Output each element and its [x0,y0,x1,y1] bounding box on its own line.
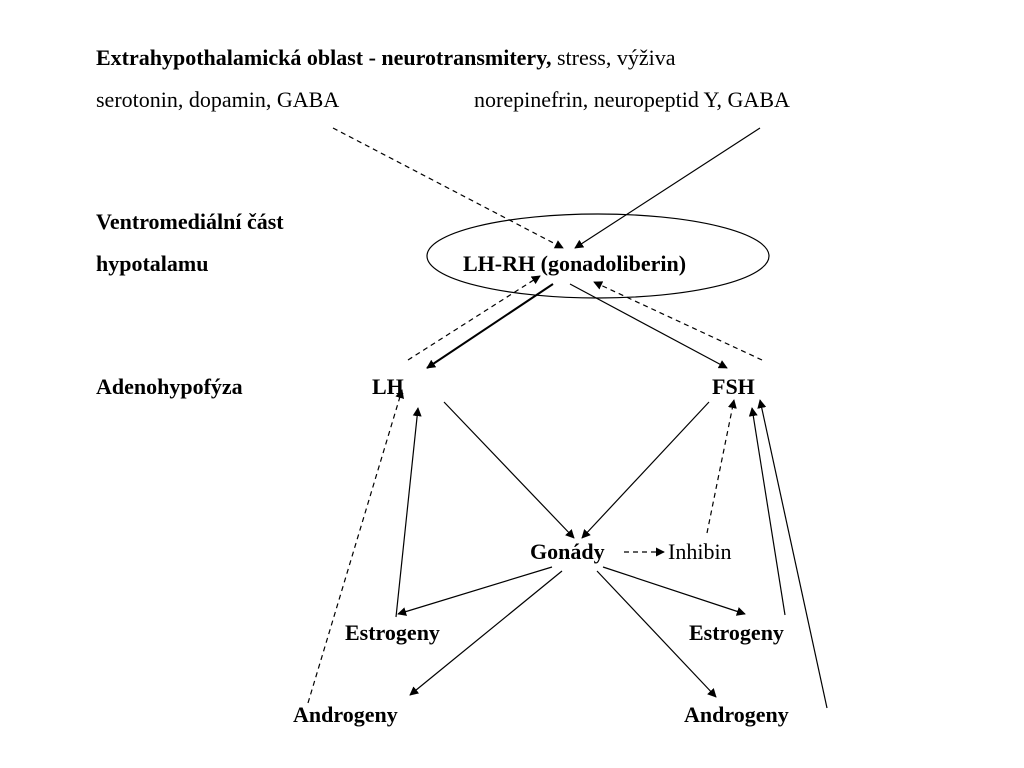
androgens-right-label: Androgeny [684,702,789,727]
feedback-androgens-to-lh [307,389,404,704]
header-regular-text: stress, výživa [551,45,676,70]
androgens-left-label: Androgeny [293,702,398,727]
arrow-lh-to-gonads [443,401,575,539]
lhrh-label: LH-RH (gonadoliberin) [463,251,687,276]
header-bold-text: Extrahypothalamická oblast - neurotransm… [96,45,552,70]
feedback-lh-to-lhrh [407,275,541,361]
arrow-lhrh-to-fsh [569,283,728,369]
arrow-gonads-to-androgens-right [596,570,717,698]
feedback-fsh-to-lhrh [593,281,763,361]
hypothalamus-label-line-2: hypotalamu [96,251,209,276]
arrow-gonads-to-estrogens-right [602,566,746,616]
feedback-inhibin-to-fsh [706,399,737,534]
estrogens-right-label: Estrogeny [689,620,784,645]
estrogens-left-label: Estrogeny [345,620,440,645]
adenohypophysis-label: Adenohypofýza [96,374,243,399]
arrow-gonads-to-androgens-left [409,570,563,696]
lh-label: LH [372,374,404,399]
feedback-estrogens-to-lh [395,407,422,618]
hypothalamus-label-line-1: Ventromediální část [96,209,284,234]
neurotransmitters-right: norepinefrin, neuropeptid Y, GABA [474,87,790,112]
arrow-gonads-to-estrogens-left [397,566,553,616]
fsh-label: FSH [712,374,755,399]
arrow-fsh-to-gonads [581,401,710,539]
feedback-androgens-to-fsh [757,399,828,709]
neurotransmitters-left: serotonin, dopamin, GABA [96,87,340,112]
header-line-1: Extrahypothalamická oblast - neurotransm… [96,47,676,69]
arrow-norepinephrine-to-lhrh [574,127,761,249]
arrow-lhrh-to-lh [426,283,554,369]
inhibin-label: Inhibin [668,539,732,564]
arrow-serotonin-to-lhrh [332,127,564,249]
gonads-label: Gonády [530,539,605,564]
feedback-estrogens-to-fsh [748,407,786,616]
lhrh-ellipse [426,213,770,299]
